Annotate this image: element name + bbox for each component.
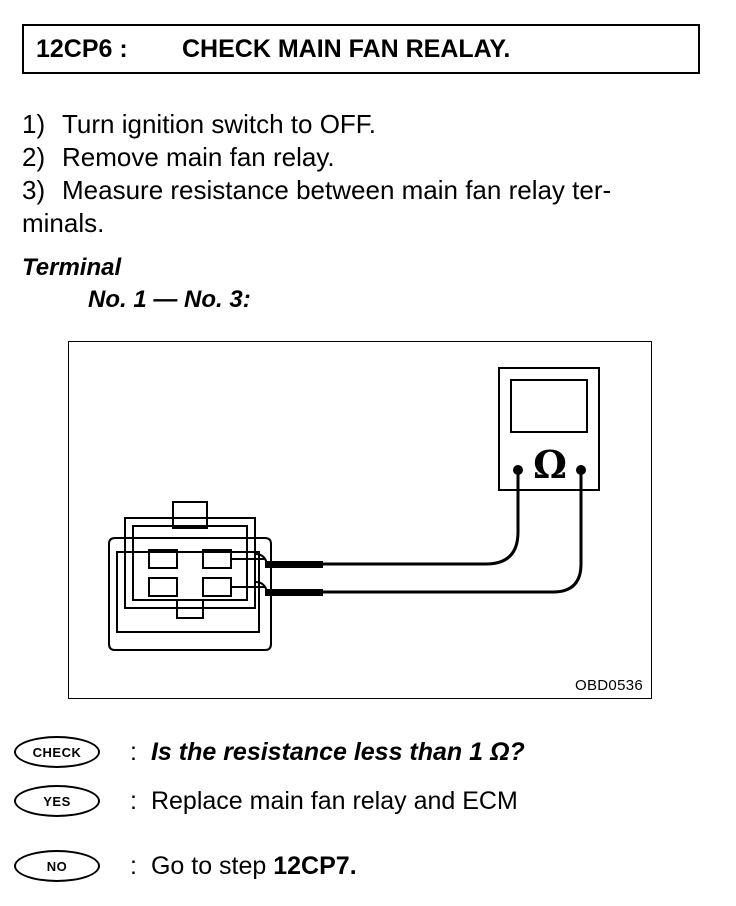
probe-tips (265, 561, 323, 596)
ohm-symbol: Ω (533, 442, 567, 487)
terminal-pair: No. 1 — No. 3: (88, 286, 251, 313)
no-row: NO : Go to step 12CP7. (14, 846, 357, 886)
yes-row: YES : Replace main fan relay and ECM (14, 781, 518, 821)
no-colon: : (130, 851, 137, 880)
no-action: Go to step 12CP7. (151, 852, 357, 881)
no-badge: NO (14, 850, 100, 882)
check-row: CHECK : Is the resistance less than 1 Ω? (14, 732, 525, 772)
step-code: 12CP6 : (36, 34, 128, 63)
test-leads (321, 470, 583, 594)
relay-ohmmeter-diagram: Ω (108, 367, 600, 651)
yes-badge: YES (14, 785, 100, 817)
no-action-prefix: Go to step (150, 851, 274, 880)
step-3-number: 3) (22, 175, 46, 205)
step-1: 1) Turn ignition switch to OFF. (22, 108, 702, 141)
step-3-continuation: minals. (22, 208, 105, 238)
step-3-text: Measure resistance between main fan rela… (62, 175, 612, 205)
step-2-number: 2) (22, 142, 46, 172)
step-1-text: Turn ignition switch to OFF. (62, 109, 377, 139)
yes-action: Replace main fan relay and ECM (150, 786, 518, 815)
yes-colon: : (130, 786, 137, 815)
check-colon: : (130, 737, 137, 766)
no-action-step: 12CP7. (273, 851, 357, 880)
relay-icon (108, 501, 272, 651)
step-3: 3) Measure resistance between main fan r… (22, 174, 702, 207)
relay-measurement-figure: Ω OBD0536 (68, 341, 652, 699)
figure-id: OBD0536 (575, 677, 643, 694)
step-1-number: 1) (22, 109, 46, 139)
step-2-text: Remove main fan relay. (62, 142, 335, 172)
step-header: 12CP6 : CHECK MAIN FAN REALAY. (22, 24, 700, 74)
procedure-steps: 1) Turn ignition switch to OFF. 2) Remov… (22, 108, 702, 240)
step-title: CHECK MAIN FAN REALAY. (182, 34, 511, 63)
terminal-heading: Terminal (22, 254, 122, 281)
step-2: 2) Remove main fan relay. (22, 141, 702, 174)
check-question: Is the resistance less than 1 Ω? (150, 737, 525, 766)
check-badge: CHECK (14, 736, 100, 768)
